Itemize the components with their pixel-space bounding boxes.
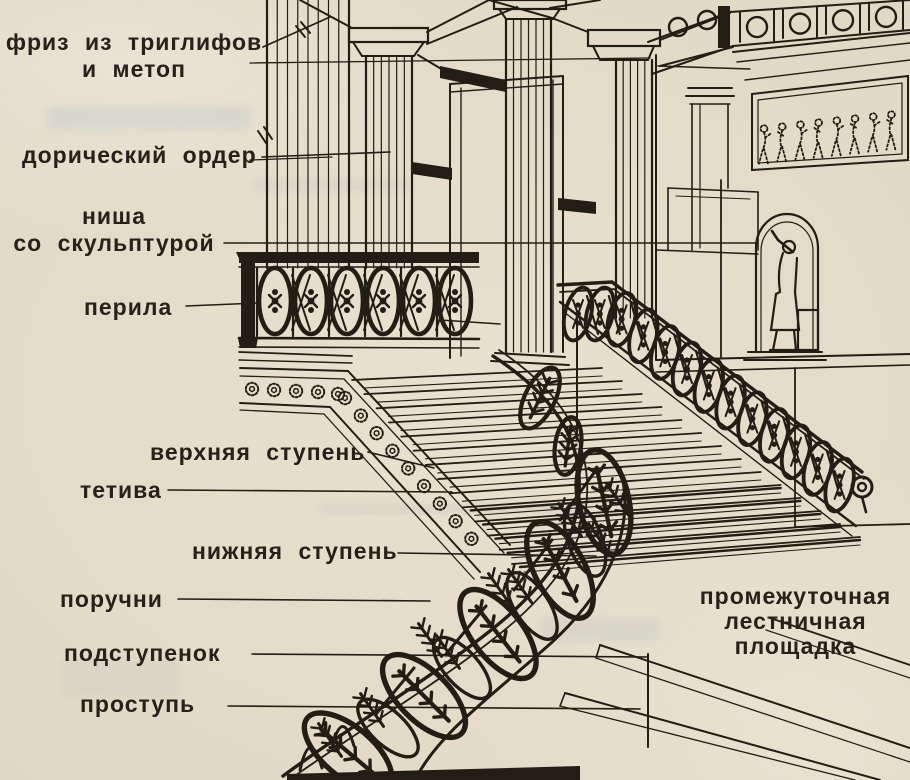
main-flight-balustrade — [556, 280, 874, 537]
upper-gallery-parapet — [647, 0, 910, 528]
label-niche: ниша со скульптурой — [0, 203, 228, 257]
relief-frieze-panel — [751, 74, 909, 172]
label-landing: промежуточная лестничная площадка — [688, 584, 903, 659]
callout-lines — [167, 16, 757, 748]
label-railing: перила — [84, 294, 173, 320]
label-riser: подступенок — [64, 640, 221, 666]
niche-with-statue — [754, 212, 820, 354]
label-frieze: фриз из триглифов и метоп — [0, 29, 268, 83]
doric-columns — [265, 0, 662, 366]
label-handrails: поручни — [60, 586, 163, 612]
label-landing-line2: лестничная — [724, 608, 867, 634]
statue — [743, 229, 827, 361]
label-frieze-line2: и метоп — [82, 56, 186, 82]
label-lower-step: нижняя ступень — [192, 538, 398, 564]
label-landing-line3: площадка — [734, 633, 857, 659]
label-niche-line1: ниша — [82, 203, 146, 229]
label-frieze-line1: фриз из триглифов — [5, 29, 263, 55]
label-tread: проступь — [80, 691, 196, 717]
landing-parapet-railing — [236, 252, 481, 364]
label-stringer: тетива — [80, 477, 162, 503]
lower-flight-railing — [281, 349, 634, 780]
label-doric-order: дорический ордер — [22, 142, 257, 168]
label-niche-line2: со скульптурой — [13, 230, 215, 256]
label-landing-line1: промежуточная — [699, 583, 892, 609]
label-upper-step: верхняя ступень — [150, 439, 366, 465]
